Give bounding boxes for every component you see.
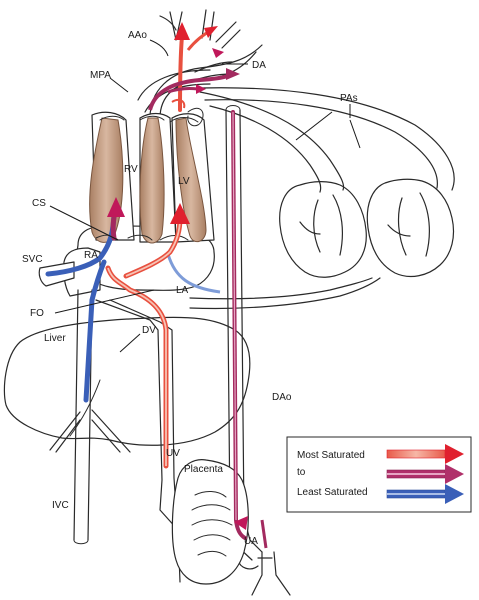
lv-muscle — [175, 117, 207, 243]
legend-red-arrowhead — [445, 444, 464, 464]
purple-pa-flow — [167, 86, 199, 94]
blue-la-flow — [166, 253, 221, 294]
purple-ua-arrowhead — [234, 516, 248, 530]
label-lv: LV — [178, 176, 190, 187]
label-cs: CS — [32, 198, 46, 209]
placenta — [171, 459, 249, 585]
leader-lines — [49, 39, 361, 353]
legend-to: to — [297, 467, 306, 478]
purple-ua-flow — [260, 519, 268, 549]
label-ua: UA — [244, 536, 258, 547]
purple-dao-flow — [231, 110, 247, 540]
red-uv-flow-inner — [107, 267, 167, 466]
label-ra: RA — [84, 250, 98, 261]
liver-shape — [3, 316, 251, 446]
purple-rv-arrowhead — [107, 197, 125, 217]
label-liver: Liver — [44, 333, 66, 344]
label-da: DA — [252, 60, 266, 71]
label-placenta: Placenta — [184, 464, 223, 475]
labels: AAo DA MPA PAs RV LV CS SVC RA LA FO DV … — [22, 30, 358, 547]
red-lv-arrowhead — [170, 203, 190, 224]
label-rv: RV — [124, 164, 138, 175]
liver-lobe-line — [69, 379, 101, 437]
label-mpa: MPA — [90, 70, 111, 81]
red-small-arrowhead — [212, 48, 224, 58]
purple-mpa-flow — [148, 74, 229, 111]
red-aao-flow — [178, 34, 184, 112]
blood-flow — [45, 22, 268, 549]
purple-da-arrowhead — [226, 68, 240, 80]
purple-dao-inner — [232, 111, 237, 521]
red-lv-flow-inner — [125, 217, 181, 277]
red-uv-flow — [105, 265, 169, 469]
label-ivc: IVC — [52, 500, 69, 511]
legend-red-arrow-shaft — [386, 449, 446, 459]
label-la: LA — [176, 285, 189, 296]
legend-least-saturated: Least Saturated — [297, 487, 368, 498]
legend-blue-arrowhead — [445, 484, 464, 504]
legend-blue-arrow-highlight — [387, 493, 445, 495]
lungs — [279, 178, 455, 278]
label-aao: AAo — [128, 30, 147, 41]
legend-most-saturated: Most Saturated — [297, 450, 365, 461]
label-svc: SVC — [22, 254, 43, 265]
legend-purple-arrow-highlight — [387, 473, 445, 475]
label-fo: FO — [30, 308, 44, 319]
label-dao: DAo — [272, 392, 292, 403]
red-coil — [171, 99, 186, 109]
blue-ivc-flow — [83, 259, 107, 403]
legend-purple-arrowhead — [445, 464, 464, 484]
label-uv: UV — [166, 448, 180, 459]
label-dv: DV — [142, 325, 156, 336]
red-aao-branch-arrowhead — [204, 26, 218, 38]
red-aao-arrowhead — [174, 22, 190, 40]
pulmonary-arteries — [189, 87, 455, 310]
purple-pa-arrowhead — [196, 84, 206, 94]
label-pas: PAs — [340, 93, 358, 104]
legend: Most Saturated to Least Saturated — [286, 436, 472, 513]
septum-muscle — [139, 117, 165, 244]
